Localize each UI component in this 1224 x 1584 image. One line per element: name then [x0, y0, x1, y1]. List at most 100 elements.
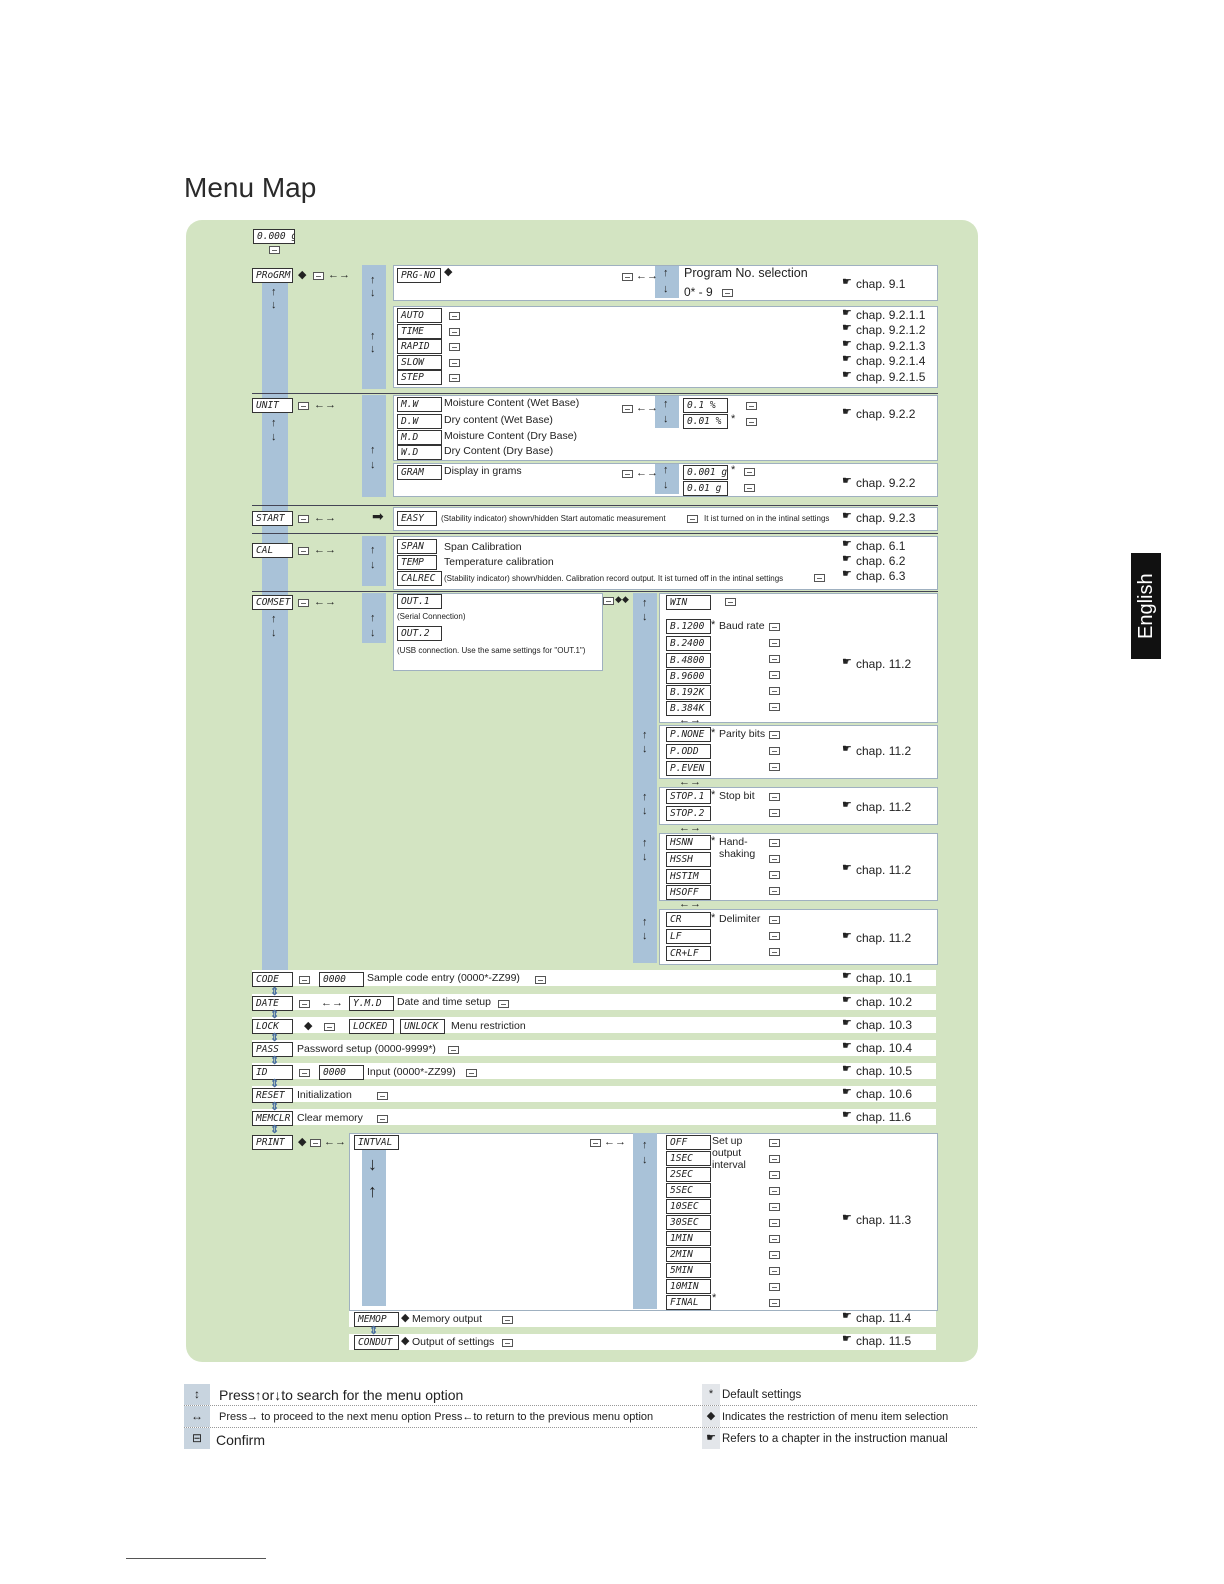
gram-option[interactable]: GRAM [397, 465, 442, 480]
parity-option[interactable]: P.NONE [666, 727, 711, 742]
left-right-arrows-icon: ←→ [636, 270, 658, 282]
interval-option[interactable]: 10SEC [666, 1199, 711, 1214]
delimiter-label: Delimiter [719, 913, 761, 925]
enter-icon [769, 809, 780, 817]
chapter-ref: chap. 11.2 [856, 744, 912, 758]
interval-option[interactable]: 5SEC [666, 1183, 711, 1198]
memory-output-item[interactable]: MEMOP [354, 1312, 399, 1327]
chapter-ref-icon: ☛ [842, 553, 852, 565]
interval-option[interactable]: 2SEC [666, 1167, 711, 1182]
interval-option[interactable]: 30SEC [666, 1215, 711, 1230]
unit-menu-item[interactable]: UNIT [252, 398, 293, 413]
parity-option[interactable]: P.EVEN [666, 761, 711, 776]
unit-option[interactable]: D.W [397, 414, 442, 429]
enter-icon [324, 1023, 335, 1031]
chapter-ref: chap. 11.6 [856, 1110, 912, 1124]
date-menu-item[interactable]: DATE [252, 996, 293, 1011]
handshake-option[interactable]: HSTIM [666, 869, 711, 884]
default-mark: * [711, 727, 716, 739]
program-menu-item[interactable]: PRoGRM [252, 268, 293, 283]
lock-menu-item[interactable]: LOCK [252, 1019, 293, 1034]
precision-option[interactable]: 0.1 % [683, 398, 728, 413]
code-value[interactable]: 0000 [319, 972, 364, 987]
output-1-label: (Serial Connection) [397, 612, 466, 621]
calibration-option[interactable]: CALREC [397, 571, 442, 586]
interval-option[interactable]: 1MIN [666, 1231, 711, 1246]
unit-option[interactable]: M.W [397, 397, 442, 412]
default-mark: * [731, 464, 736, 476]
calibration-option[interactable]: TEMP [397, 555, 437, 570]
enter-icon [310, 1139, 321, 1147]
interval-menu-item[interactable]: INTVAL [354, 1135, 399, 1150]
start-menu-item[interactable]: START [252, 511, 293, 526]
settings-output-label: Output of settings [412, 1336, 495, 1348]
enter-icon [746, 418, 757, 426]
code-menu-item[interactable]: CODE [252, 972, 293, 987]
up-arrow-icon: ↑ [271, 417, 277, 429]
easy-option[interactable]: EASY [397, 511, 437, 526]
id-value[interactable]: 0000 [319, 1065, 364, 1080]
baud-option[interactable]: B.4800 [666, 653, 711, 668]
interval-option[interactable]: 2MIN [666, 1247, 711, 1262]
chapter-ref-icon: ☛ [702, 1428, 720, 1449]
print-menu-item[interactable]: PRINT [252, 1135, 293, 1150]
left-right-arrows-icon: ←→ [314, 596, 336, 608]
locked-option[interactable]: LOCKED [349, 1019, 394, 1034]
handshake-option[interactable]: HSNN [666, 835, 711, 850]
delimiter-option[interactable]: CR+LF [666, 946, 711, 961]
gram-precision-option[interactable]: 0.001 g [683, 465, 728, 480]
date-value[interactable]: Y.M.D [349, 996, 394, 1011]
down-arrow-icon: ↓ [370, 459, 376, 471]
calibration-option[interactable]: SPAN [397, 539, 437, 554]
enter-icon [603, 597, 614, 605]
enter-icon [502, 1339, 513, 1347]
mode-rapid-item[interactable]: RAPID [397, 339, 442, 354]
baud-option[interactable]: B.384K [666, 701, 711, 716]
delimiter-option[interactable]: LF [666, 929, 711, 944]
mode-slow-item[interactable]: SLOW [397, 355, 442, 370]
cal-menu-item[interactable]: CAL [252, 543, 293, 558]
chapter-ref-icon: ☛ [842, 1333, 852, 1345]
stop-bit-option[interactable]: STOP.1 [666, 789, 711, 804]
unit-option[interactable]: M.D [397, 430, 442, 445]
output-2-item[interactable]: OUT.2 [397, 626, 442, 641]
interval-option[interactable]: 10MIN [666, 1279, 711, 1294]
gram-option-label: Display in grams [444, 465, 522, 477]
stop-bit-option[interactable]: STOP.2 [666, 806, 711, 821]
unlock-option[interactable]: UNLOCK [400, 1019, 445, 1034]
win-option[interactable]: WIN [666, 595, 711, 610]
delimiter-option[interactable]: CR [666, 912, 711, 927]
id-menu-item[interactable]: ID [252, 1065, 293, 1080]
memclr-menu-item[interactable]: MEMCLR [252, 1111, 293, 1126]
handshake-option[interactable]: HSOFF [666, 885, 711, 900]
memory-output-label: Memory output [412, 1313, 483, 1325]
baud-option[interactable]: B.9600 [666, 669, 711, 684]
enter-icon [299, 1069, 310, 1077]
reset-menu-item[interactable]: RESET [252, 1088, 293, 1103]
chapter-ref: chap. 11.2 [856, 657, 912, 671]
handshake-option[interactable]: HSSH [666, 852, 711, 867]
unit-option[interactable]: W.D [397, 445, 442, 460]
output-1-item[interactable]: OUT.1 [397, 594, 442, 609]
left-right-arrows-icon: ←→ [679, 776, 701, 788]
settings-output-item[interactable]: CONDUT [354, 1335, 399, 1350]
mode-auto-item[interactable]: AUTO [397, 308, 442, 323]
interval-option[interactable]: FINAL [666, 1295, 711, 1310]
baud-option[interactable]: B.1200 [666, 619, 711, 634]
mode-step-item[interactable]: STEP [397, 370, 442, 385]
start-note: It ist turned on in the intinal settings [704, 514, 830, 523]
mode-time-item[interactable]: TIME [397, 324, 442, 339]
interval-option[interactable]: 1SEC [666, 1151, 711, 1166]
pass-menu-item[interactable]: PASS [252, 1042, 293, 1057]
start-description: (Stability indicator) shown/hidden Start… [441, 514, 666, 523]
program-number-item[interactable]: PRG-NO [397, 268, 441, 283]
interval-option[interactable]: OFF [666, 1135, 711, 1150]
precision-option[interactable]: 0.01 % [683, 414, 728, 429]
language-tab[interactable] [1131, 553, 1161, 659]
gram-precision-option[interactable]: 0.01 g [683, 481, 728, 496]
interval-option[interactable]: 5MIN [666, 1263, 711, 1278]
parity-option[interactable]: P.ODD [666, 744, 711, 759]
comset-menu-item[interactable]: COMSET [252, 595, 293, 610]
baud-option[interactable]: B.192K [666, 685, 711, 700]
baud-option[interactable]: B.2400 [666, 636, 711, 651]
